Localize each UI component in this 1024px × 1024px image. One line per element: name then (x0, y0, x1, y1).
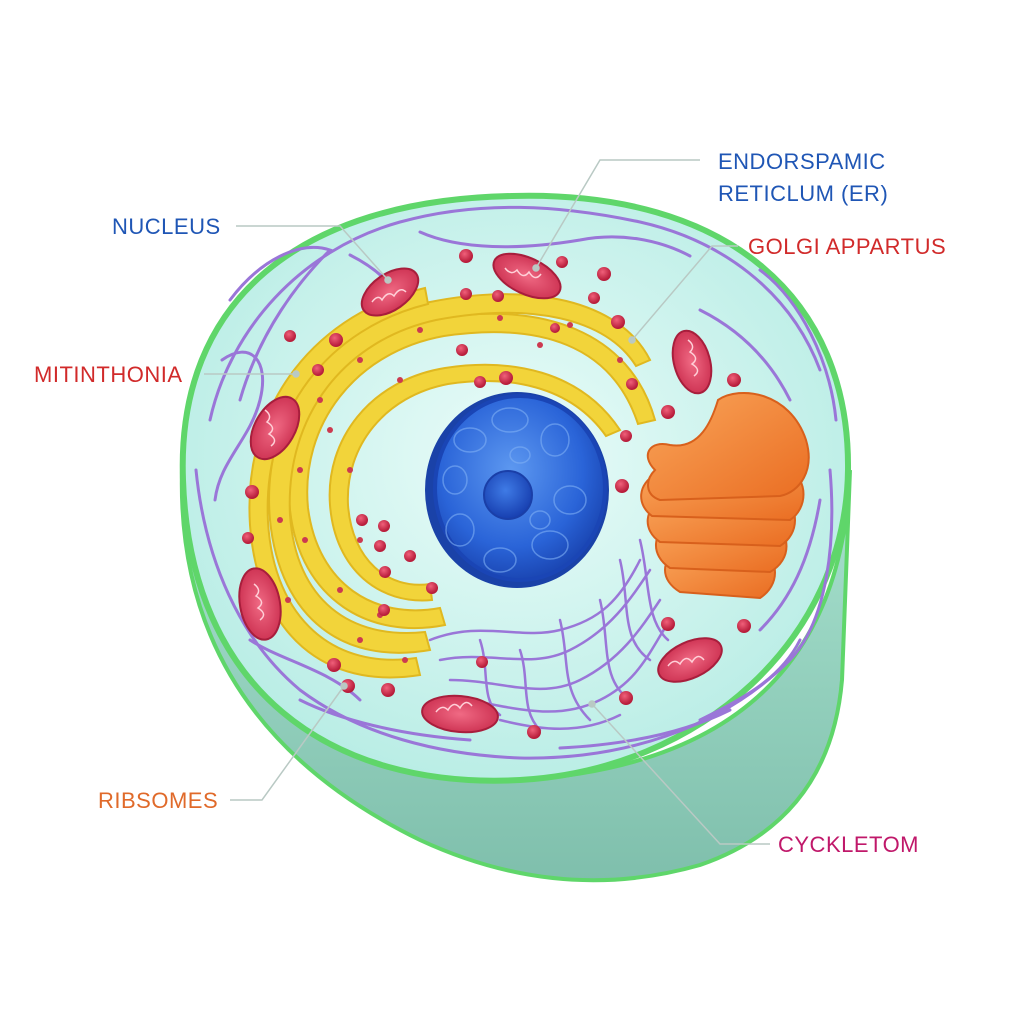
nucleus (425, 392, 609, 588)
cytoskeleton (428, 538, 672, 732)
label-er-line2: RETICLUM (ER) (718, 181, 889, 206)
mitochondrion (421, 694, 499, 734)
label-nucleus: NUCLEUS (112, 214, 221, 239)
rough-er-ribosome-dots (272, 315, 623, 663)
mitochondrion (492, 252, 562, 300)
label-endoplasmic-reticulum: ENDORSPAMIC RETICLUM (ER) (718, 146, 888, 210)
nucleus-leader (236, 225, 389, 281)
mitochondrion (657, 637, 723, 683)
mitochondrion (249, 395, 301, 461)
er-leader (535, 159, 700, 269)
chromatin-pattern (442, 407, 587, 573)
golgi-apparatus (640, 392, 810, 600)
ribosomes (242, 249, 751, 739)
label-cytoskeleton: CYCKLETOM (778, 832, 920, 857)
mitochondrion (671, 329, 713, 395)
label-golgi-apparatus: GOLGI APPARTUS (748, 234, 947, 259)
label-mitochondria: MITINTHONIA (34, 362, 183, 387)
mitochondrion (360, 267, 420, 317)
mitochondrion (238, 567, 282, 641)
nucleolus (483, 470, 533, 520)
mitochondria (238, 252, 723, 734)
leader-lines (204, 159, 770, 845)
label-er-line1: ENDORSPAMIC (718, 149, 886, 174)
label-ribosomes: RIBSOMES (98, 788, 219, 813)
golgi-leader (631, 245, 738, 341)
ribosomes-leader (230, 685, 345, 801)
cytoskeleton-leader (591, 703, 770, 845)
